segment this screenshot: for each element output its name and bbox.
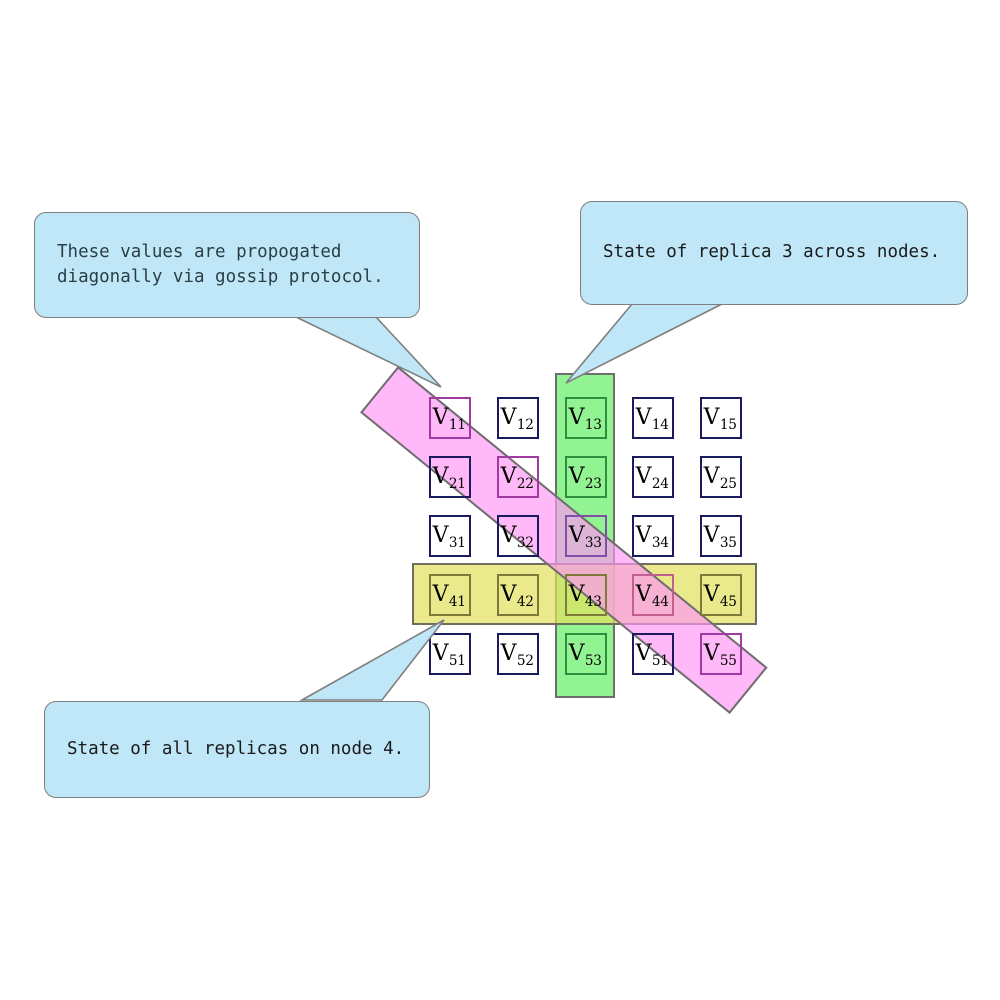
grid-cell-label: V35 [703, 523, 737, 551]
grid-cell-v14[interactable]: V14 [632, 397, 674, 439]
grid-cell-label: V23 [568, 464, 602, 492]
grid-cell-label: V51 [432, 641, 466, 669]
tail-replica-3 [565, 303, 723, 384]
annotation-replica-3-text: State of replica 3 across nodes. [603, 242, 941, 263]
grid-cell-v11[interactable]: V11 [429, 397, 471, 439]
grid-cell-v33[interactable]: V33 [565, 515, 607, 557]
grid-cell-label: V45 [703, 582, 737, 610]
grid-cell-v21[interactable]: V21 [429, 456, 471, 498]
grid-cell-v25[interactable]: V25 [700, 456, 742, 498]
annotation-bubble-node-4[interactable]: State of all replicas on node 4. [44, 701, 430, 798]
grid-cell-v53[interactable]: V53 [565, 633, 607, 675]
grid-cell-label: V55 [703, 641, 737, 669]
grid-cell-label: V22 [500, 464, 534, 492]
grid-cell-v51[interactable]: V51 [429, 633, 471, 675]
annotation-gossip-text: These values are propogated diagonally v… [57, 241, 384, 287]
grid-cell-label: V21 [432, 464, 466, 492]
grid-cell-label: V52 [500, 641, 534, 669]
grid-cell-label: V12 [500, 405, 534, 433]
grid-cell-label: V34 [635, 523, 669, 551]
grid-cell-label: V15 [703, 405, 737, 433]
grid-cell-v52[interactable]: V52 [497, 633, 539, 675]
grid-cell-label: V44 [635, 582, 669, 610]
tail-gossip [295, 316, 442, 388]
grid-cell-v45[interactable]: V45 [700, 574, 742, 616]
grid-cell-label: V53 [568, 641, 602, 669]
grid-cell-label: V33 [568, 523, 602, 551]
grid-cell-v55[interactable]: V55 [700, 633, 742, 675]
grid-cell-label: V11 [432, 405, 466, 433]
grid-cell-label: V24 [635, 464, 669, 492]
annotation-bubble-replica-3[interactable]: State of replica 3 across nodes. [580, 201, 968, 305]
annotation-node-4-text: State of all replicas on node 4. [67, 738, 405, 759]
grid-cell-label: V51 [635, 641, 669, 669]
grid-cell-label: V25 [703, 464, 737, 492]
grid-cell-label: V32 [500, 523, 534, 551]
grid-cell-v42[interactable]: V42 [497, 574, 539, 616]
grid-cell-label: V13 [568, 405, 602, 433]
grid-cell-label: V42 [500, 582, 534, 610]
grid-cell-v41[interactable]: V41 [429, 574, 471, 616]
grid-cell-label: V31 [432, 523, 466, 551]
tail-node-4 [298, 619, 445, 701]
grid-cell-v13[interactable]: V13 [565, 397, 607, 439]
grid-cell-label: V14 [635, 405, 669, 433]
grid-cell-v51[interactable]: V51 [632, 633, 674, 675]
grid-cell-v23[interactable]: V23 [565, 456, 607, 498]
grid-cell-label: V41 [432, 582, 466, 610]
grid-cell-v22[interactable]: V22 [497, 456, 539, 498]
grid-cell-v44[interactable]: V44 [632, 574, 674, 616]
grid-cell-v24[interactable]: V24 [632, 456, 674, 498]
grid-cell-v34[interactable]: V34 [632, 515, 674, 557]
grid-cell-v32[interactable]: V32 [497, 515, 539, 557]
annotation-bubble-gossip[interactable]: These values are propogated diagonally v… [34, 212, 420, 318]
grid-cell-label: V43 [568, 582, 602, 610]
grid-cell-v15[interactable]: V15 [700, 397, 742, 439]
grid-cell-v35[interactable]: V35 [700, 515, 742, 557]
grid-cell-v12[interactable]: V12 [497, 397, 539, 439]
grid-cell-v43[interactable]: V43 [565, 574, 607, 616]
grid-cell-v31[interactable]: V31 [429, 515, 471, 557]
